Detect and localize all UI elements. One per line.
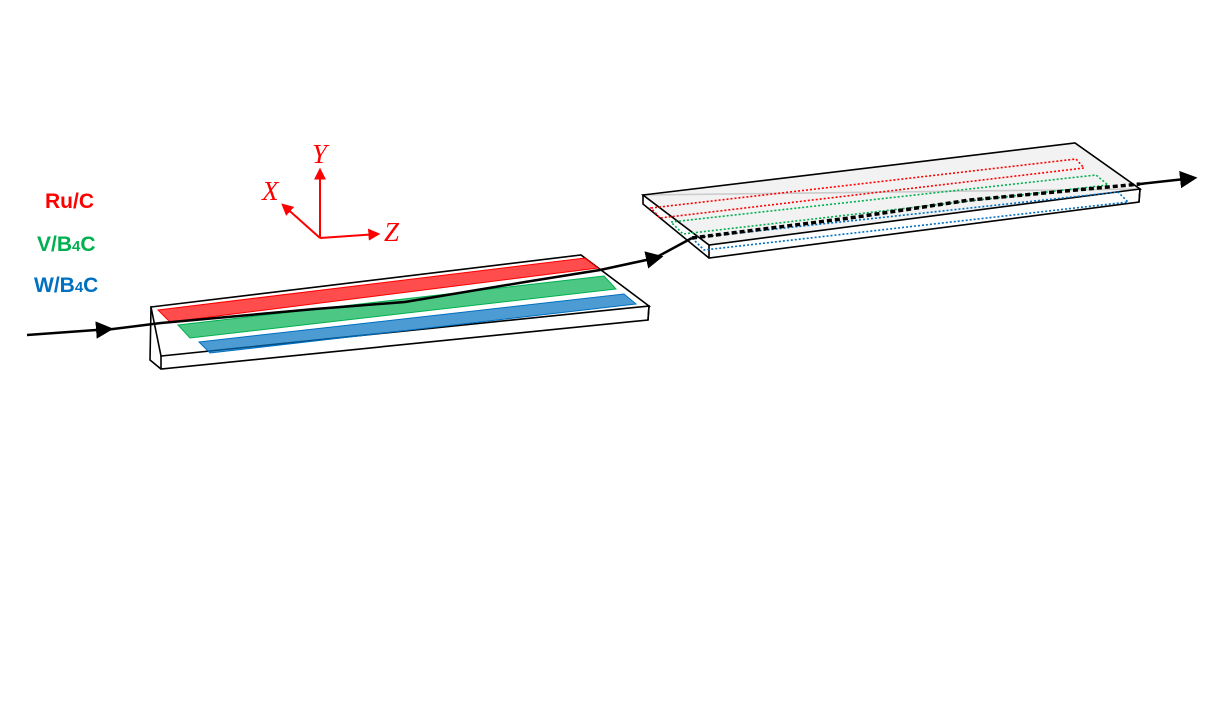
first-mirror	[149, 254, 652, 370]
y-axis-label: Y	[312, 139, 330, 169]
coordinate-axes: Y Z X	[261, 139, 400, 247]
w-b4c-stripe	[197, 293, 638, 354]
legend-ru-c: Ru/C	[45, 190, 94, 213]
legend: Ru/C V/B4C W/B4C	[34, 190, 98, 297]
v-b4c-stripe-second	[669, 174, 1110, 235]
beam-on-second-mirror	[691, 182, 1141, 240]
z-axis-label: Z	[384, 217, 400, 247]
w-b4c-stripe-second	[690, 191, 1130, 251]
ru-c-stripe	[156, 257, 600, 323]
beam-path	[26, 170, 1198, 339]
z-axis-arrow	[319, 228, 381, 241]
reflected-beam	[599, 251, 664, 272]
legend-v-b4c: V/B4C	[37, 233, 96, 256]
x-axis-arrow	[281, 203, 321, 239]
incident-beam	[26, 321, 114, 339]
second-mirror	[640, 142, 1143, 259]
x-axis-label: X	[261, 176, 280, 206]
legend-w-b4c: W/B4C	[34, 274, 98, 297]
exit-beam	[1139, 170, 1198, 189]
beam-on-first-mirror	[160, 268, 601, 325]
ru-c-stripe-second	[649, 158, 1086, 219]
